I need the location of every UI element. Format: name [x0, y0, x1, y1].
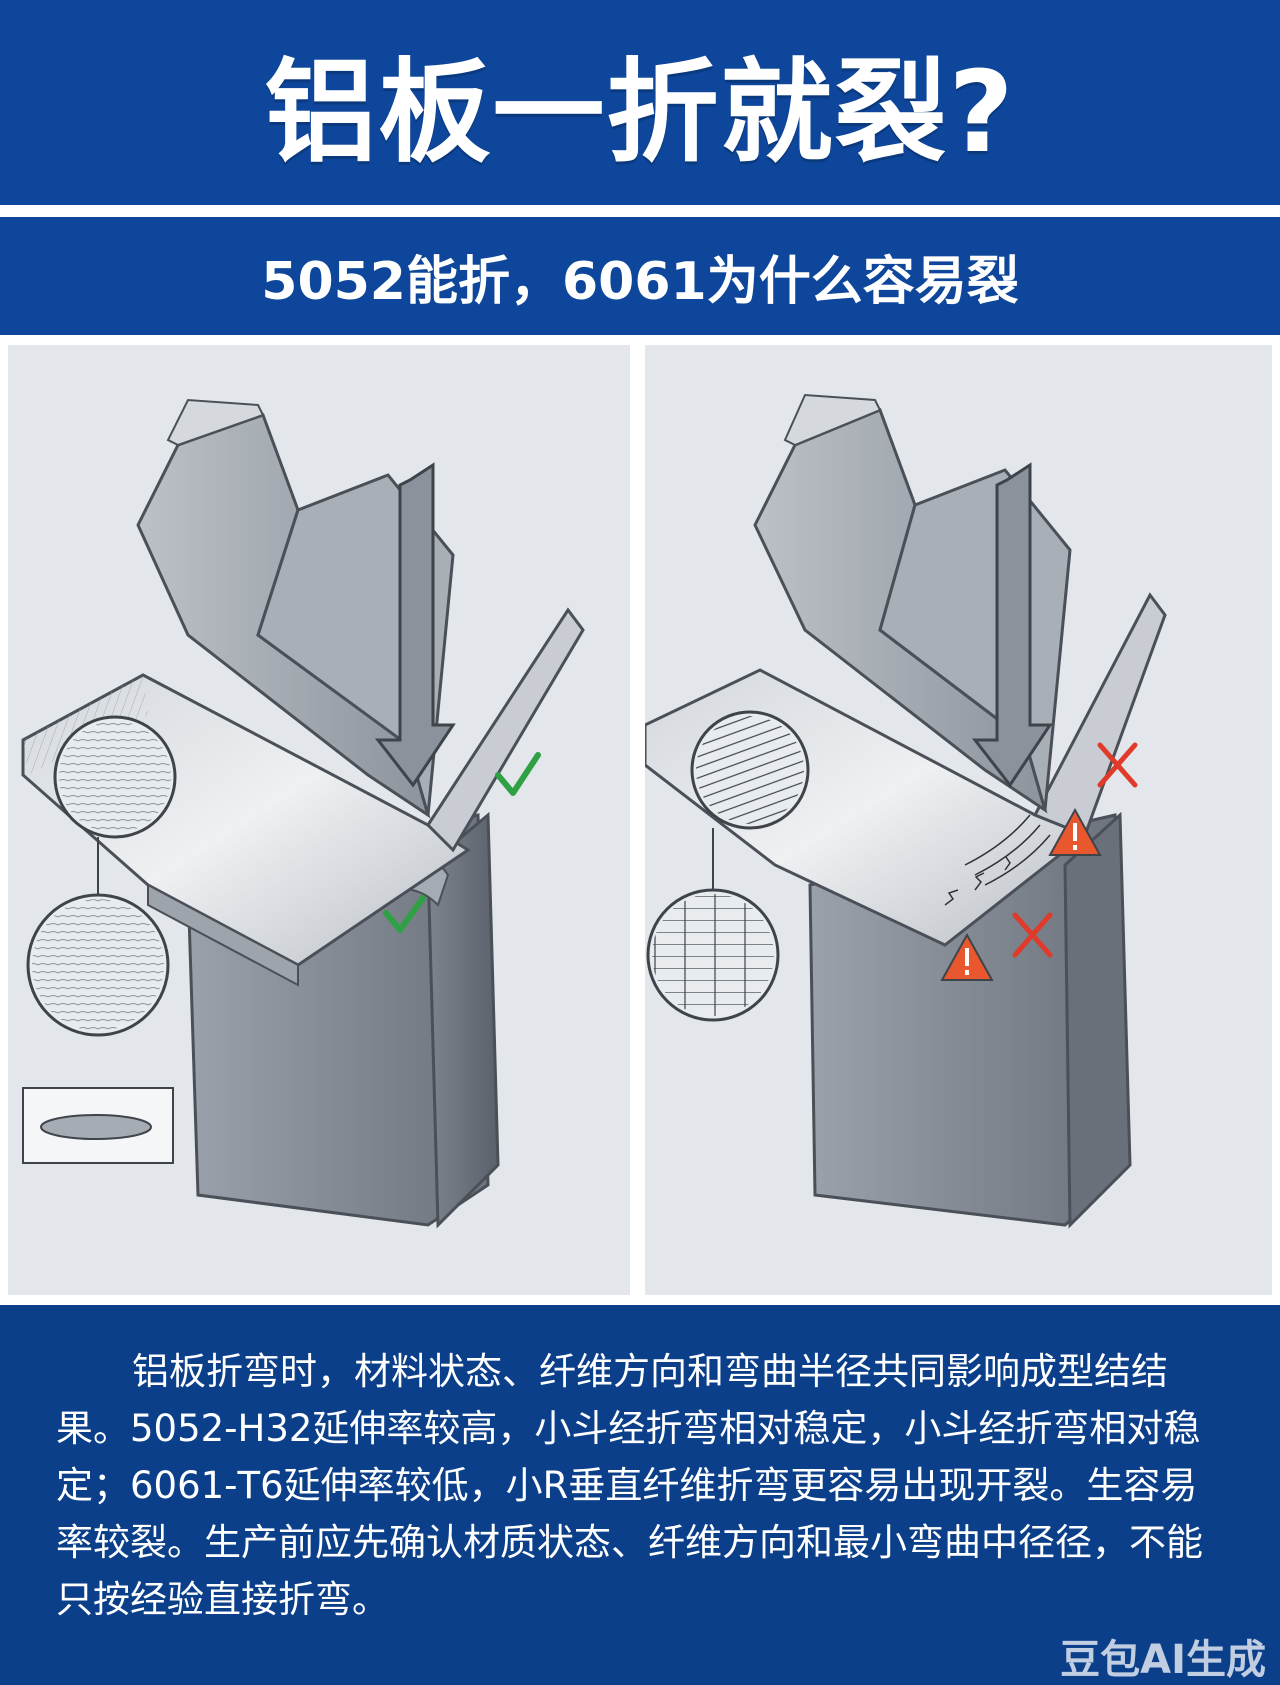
title-banner: 铝板一折就裂?: [0, 0, 1280, 205]
grain-magnifier-top: [53, 715, 177, 839]
warning-icon: [940, 932, 994, 981]
page-title: 铝板一折就裂?: [264, 47, 1016, 178]
panel-5052-good-bend: [8, 345, 630, 1295]
description-text: 铝板折弯时，材料状态、纤维方向和弯曲半径共同影响成型结结果。5052-H32延伸…: [56, 1350, 1203, 1621]
crack-bend-illustration: [645, 393, 1167, 1229]
cross-icon: [1012, 912, 1053, 958]
title-divider: [0, 205, 1280, 217]
good-bend-illustration: [21, 398, 585, 1229]
press-arrow-icon: [971, 462, 1053, 788]
cross-icon: [1097, 742, 1138, 788]
check-icon: [383, 895, 426, 933]
grain-magnifier-bottom: [26, 893, 170, 1037]
grain-magnifier-bottom: [646, 888, 780, 1022]
comparison-panels: [0, 335, 1280, 1305]
grain-magnifier-top: [690, 710, 810, 830]
panel-6061-crack-bend: [645, 345, 1272, 1295]
check-icon: [495, 752, 541, 796]
ai-watermark: 豆包AI生成: [1060, 1637, 1266, 1683]
press-arrow-icon: [374, 462, 456, 788]
description-section: 铝板折弯时，材料状态、纤维方向和弯曲半径共同影响成型结结果。5052-H32延伸…: [0, 1305, 1280, 1683]
legend-box: [22, 1087, 174, 1164]
page-subtitle: 5052能折，6061为什么容易裂: [261, 251, 1019, 312]
warning-icon: [1048, 807, 1102, 856]
subtitle-banner: 5052能折，6061为什么容易裂: [0, 217, 1280, 335]
